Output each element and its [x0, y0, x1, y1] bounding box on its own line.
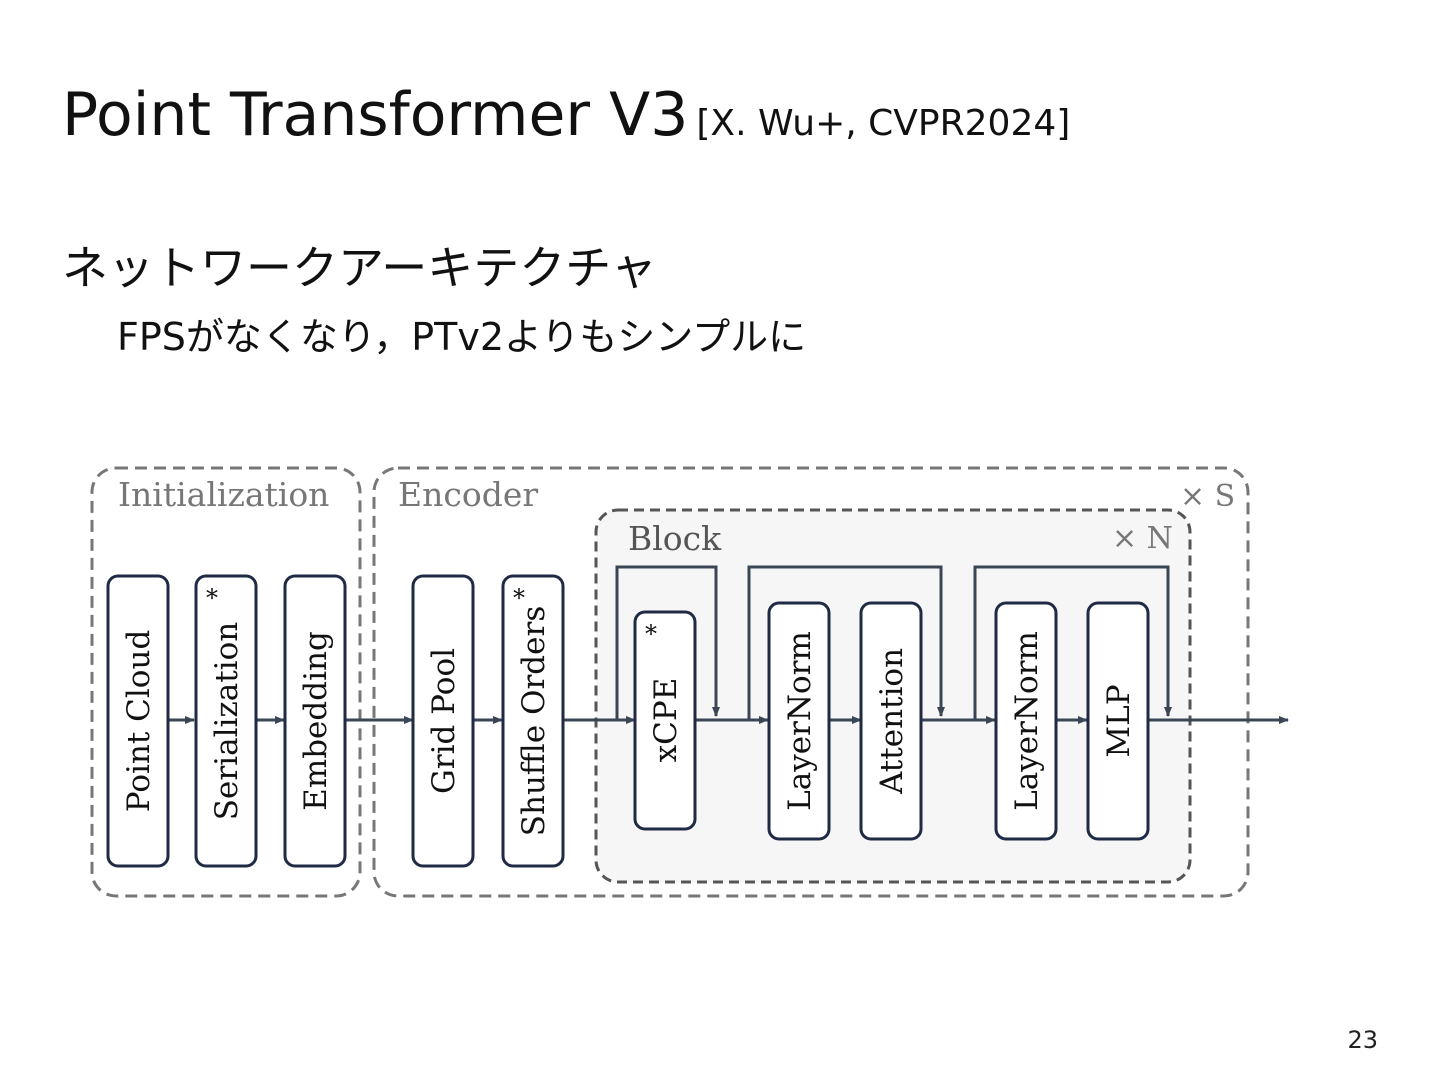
encoder-repeat-label: × S: [1180, 479, 1235, 514]
block-repeat-label: × N: [1112, 521, 1173, 556]
embedding-box: [283, 574, 347, 868]
mlp-label: MLP: [1101, 684, 1137, 757]
shuffle-orders-box: [501, 574, 565, 868]
initialization-group: [90, 466, 362, 898]
grid-pool-box: [411, 574, 475, 868]
encoder-group: [372, 466, 1250, 898]
citation: [X. Wu+, CVPR2024]: [696, 103, 1071, 144]
point-cloud-box: [106, 574, 170, 868]
star-marker: *: [206, 584, 218, 612]
grid-pool-label: Grid Pool: [426, 648, 462, 794]
attention-box: [859, 601, 923, 841]
xcpe-label: xCPE: [648, 678, 684, 763]
residual-path-attention: [747, 565, 945, 720]
encoder-label: Encoder: [398, 475, 538, 514]
page-number: 23: [1347, 1026, 1378, 1054]
xcpe-box: [633, 610, 697, 831]
layernorm-2-label: LayerNorm: [1009, 631, 1045, 811]
initialization-label: Initialization: [118, 475, 329, 514]
title-text: Point Transformer V3: [62, 80, 689, 150]
embedding-label: Embedding: [298, 631, 334, 811]
residual-path-xcpe: [615, 565, 720, 720]
layernorm-2-box: [994, 601, 1058, 841]
layernorm-1-label: LayerNorm: [782, 631, 818, 811]
star-marker: *: [645, 620, 657, 648]
slide-title: Point Transformer V3[X. Wu+, CVPR2024]: [62, 80, 1070, 150]
attention-label: Attention: [874, 648, 910, 795]
sub-bullet: FPSがなくなり，PTv2よりもシンプルに: [117, 315, 807, 359]
block-label: Block: [628, 519, 722, 558]
serialization-box: [194, 574, 258, 868]
section-heading: ネットワークアーキテクチャ: [62, 241, 657, 295]
star-marker: *: [513, 584, 525, 612]
mlp-box: [1086, 601, 1150, 841]
layernorm-1-box: [767, 601, 831, 841]
point-cloud-label: Point Cloud: [121, 630, 157, 813]
serialization-label: Serialization: [209, 622, 245, 820]
shuffle-orders-label: Shuffle Orders: [516, 606, 552, 836]
residual-path-mlp: [973, 565, 1172, 720]
